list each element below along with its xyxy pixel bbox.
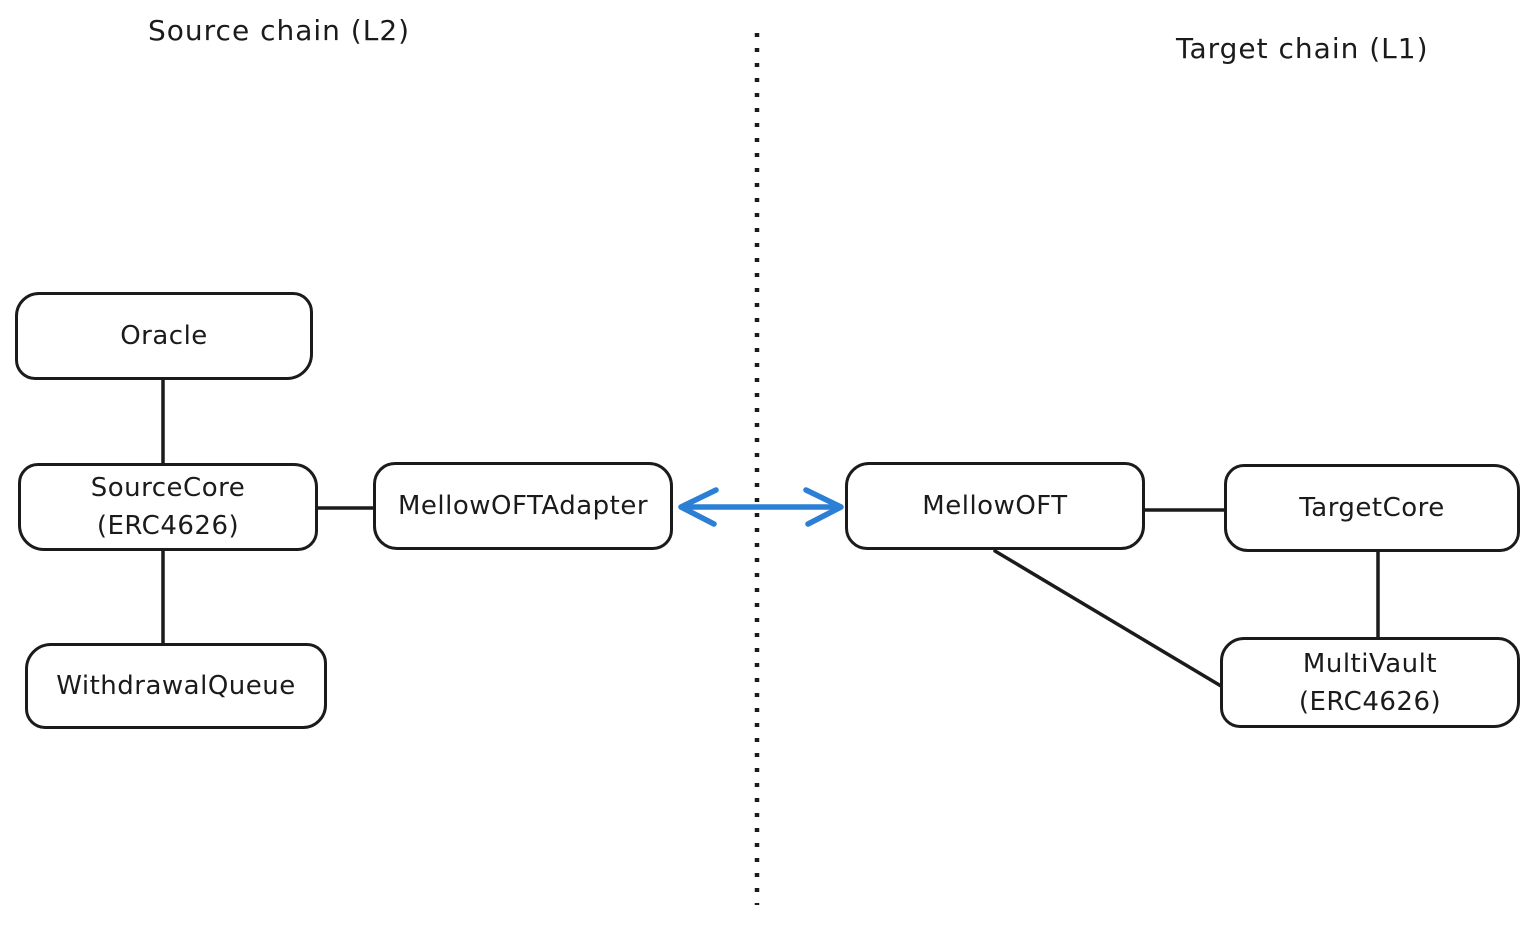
node-oracle-label: Oracle bbox=[120, 321, 208, 351]
node-multi-vault-label: MultiVault bbox=[1302, 648, 1438, 679]
node-mellow-oft: MellowOFT bbox=[845, 462, 1145, 550]
target-chain-title: Target chain (L1) bbox=[1176, 32, 1429, 65]
source-chain-title: Source chain (L2) bbox=[148, 14, 411, 47]
node-mellow-oft-label: MellowOFT bbox=[922, 491, 1068, 521]
node-source-core: SourceCore (ERC4626) bbox=[18, 463, 318, 551]
node-target-core-label: TargetCore bbox=[1299, 493, 1445, 523]
node-oracle: Oracle bbox=[15, 292, 313, 380]
node-mellow-oft-adapter: MellowOFTAdapter bbox=[373, 462, 673, 550]
node-source-core-sublabel: (ERC4626) bbox=[96, 511, 240, 541]
bridge-double-arrow-icon bbox=[678, 487, 844, 527]
node-target-core: TargetCore bbox=[1224, 464, 1520, 552]
node-mellow-oft-adapter-label: MellowOFTAdapter bbox=[397, 491, 649, 521]
node-multi-vault-sublabel: (ERC4626) bbox=[1298, 686, 1442, 717]
node-source-core-label: SourceCore bbox=[90, 473, 246, 503]
node-multi-vault: MultiVault (ERC4626) bbox=[1220, 637, 1520, 728]
node-withdrawal-queue: WithdrawalQueue bbox=[25, 643, 327, 729]
node-withdrawal-queue-label: WithdrawalQueue bbox=[56, 671, 296, 701]
edge-mellowoft-multivault bbox=[993, 549, 1223, 688]
